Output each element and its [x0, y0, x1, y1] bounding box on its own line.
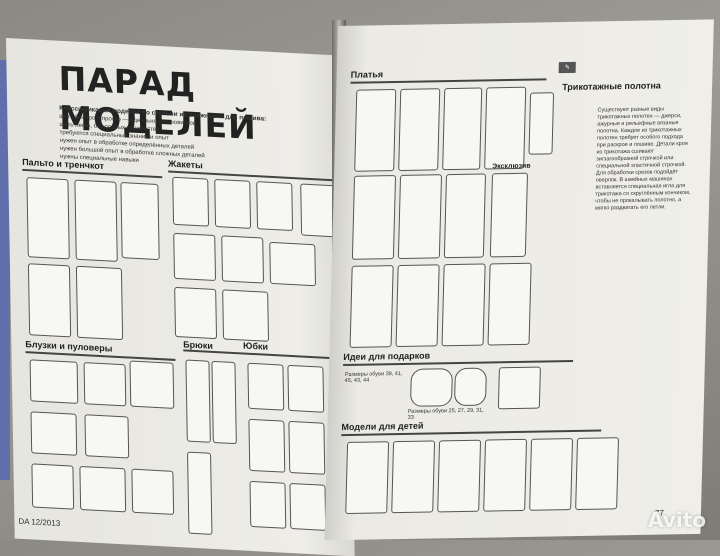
skirt-sketch — [249, 480, 287, 529]
trench-sketch — [27, 263, 72, 338]
dress-sketch — [487, 262, 532, 346]
dress-sketch — [528, 92, 555, 155]
coat-sketch — [120, 182, 160, 261]
magazine-footer: DA 12/2013 — [18, 516, 61, 528]
kids-sketch — [575, 437, 620, 511]
watermark: Avito — [648, 508, 706, 532]
jacket-sketch — [214, 178, 252, 229]
skirt-sketch — [289, 482, 327, 531]
kids-sketch — [483, 438, 528, 512]
tip-badge: ✎ — [558, 61, 576, 74]
dress-sketch — [441, 263, 486, 347]
slippers-sketch — [453, 367, 487, 407]
dress-sketch — [397, 174, 443, 260]
section-knits: Трикотажные полотна — [562, 80, 662, 93]
blouse-sketch — [129, 360, 175, 409]
skirt-sketch — [247, 362, 285, 411]
trousers-sketch — [187, 451, 213, 535]
jacket-sketch — [173, 232, 217, 282]
shoe-sizes-adult: Размеры обуви 39, 41, 45, 43, 44 — [344, 370, 403, 385]
skirt-sketch — [288, 420, 326, 475]
dress-sketch — [349, 265, 394, 348]
dress-sketch — [351, 175, 397, 260]
kids-sketch — [437, 439, 482, 513]
jacket-sketch — [269, 241, 317, 287]
dress-sketch — [442, 87, 483, 171]
left-magazine-page: ПАРАД МОДЕЛЕЙ Классификация моделей по с… — [6, 38, 355, 556]
section-jackets: Жакеты — [167, 158, 203, 171]
dress-sketch — [354, 89, 397, 172]
jacket-sketch — [256, 181, 294, 232]
jacket-sketch — [172, 176, 210, 227]
blouse-sketch — [29, 359, 79, 404]
dress-sketch — [443, 173, 487, 259]
blouse-sketch — [83, 362, 127, 407]
shoe-sizes-kids: Размеры обуви 25, 27, 29, 31, 33 — [407, 407, 484, 421]
section-kids: Модели для детей — [341, 420, 424, 433]
dress-sketch — [395, 264, 440, 348]
blouse-sketch — [31, 463, 75, 510]
section-gifts: Идеи для подарков — [343, 350, 431, 363]
section-dresses: Платья — [350, 69, 384, 80]
dress-sketch — [489, 172, 529, 258]
dress-sketch — [484, 86, 527, 170]
jacket-sketch — [174, 286, 218, 340]
pullover-sketch — [30, 411, 78, 456]
skirt-sketch — [287, 364, 325, 413]
kids-sketch — [391, 440, 436, 514]
section-skirts: Юбки — [243, 340, 269, 352]
knits-article-text: Существуют разные виды трикотажных полот… — [594, 106, 691, 212]
blue-binding-edge — [0, 60, 10, 480]
section-exclusive: Эксклюзив — [492, 162, 531, 171]
kids-sketch — [345, 441, 390, 515]
skirt-sketch — [248, 418, 286, 473]
baby-outfit-sketch — [497, 366, 541, 410]
jacket-sketch — [222, 289, 270, 342]
blouse-sketch — [79, 465, 127, 513]
right-magazine-page: Платья Эксклюзив Идеи для подарков Разме… — [324, 19, 714, 541]
pullover-sketch — [84, 414, 130, 459]
trench-sketch — [75, 265, 124, 341]
dress-sketch — [398, 88, 441, 171]
coat-sketch — [74, 179, 118, 262]
jacket-sketch — [221, 235, 265, 284]
blouse-sketch — [131, 468, 175, 515]
slippers-sketch — [409, 368, 453, 407]
trousers-sketch — [211, 360, 237, 445]
trousers-sketch — [185, 359, 211, 443]
coat-sketch — [26, 177, 70, 260]
kids-sketch — [529, 438, 574, 511]
